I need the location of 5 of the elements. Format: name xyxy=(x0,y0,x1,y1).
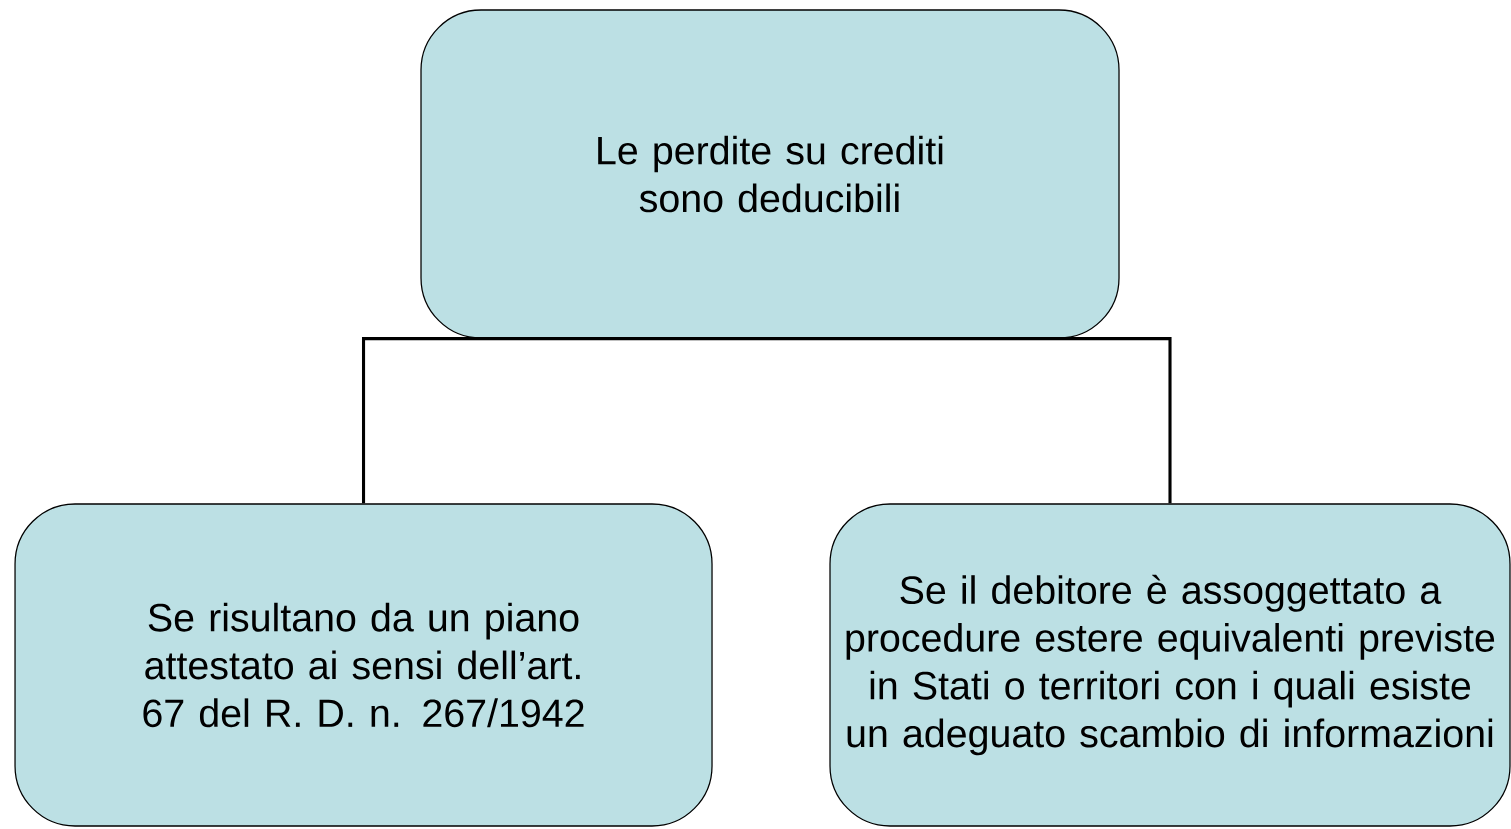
text-box: Se il debitore è assoggettato a procedure estere equivalenti previste in Stati o territori con i quali esiste un adeguato scambio di informazioni xyxy=(829,503,1511,827)
text-box: Se risultano da un piano attestato ai sensi dell’art. 67 del R. D. n. 267/1942 xyxy=(14,503,713,827)
connector-line xyxy=(770,337,1172,504)
text-box: Le perdite su crediti sono deducibili xyxy=(420,9,1120,339)
connector-line xyxy=(362,337,770,504)
